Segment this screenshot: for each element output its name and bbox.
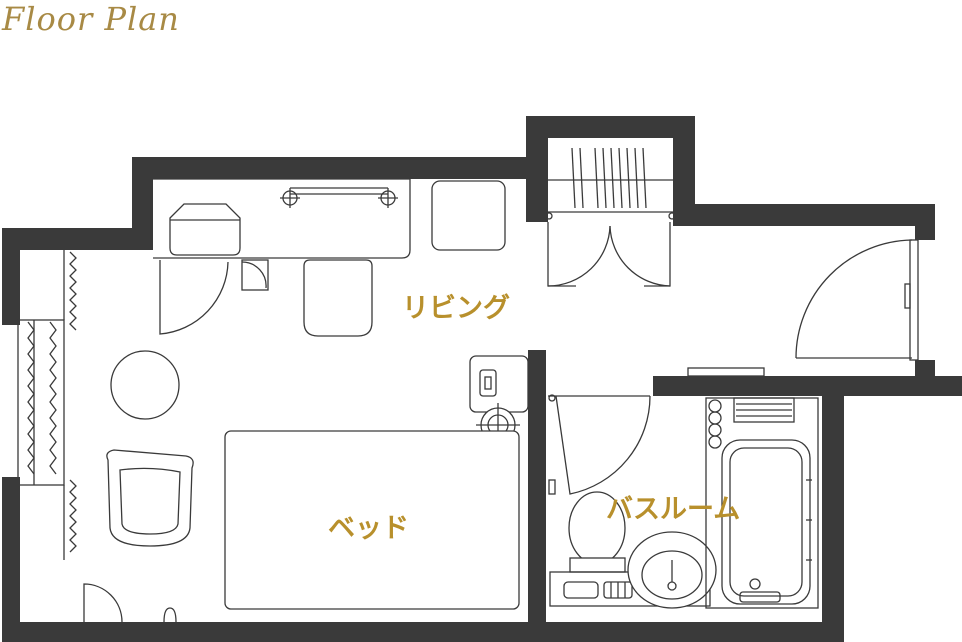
entrance-door bbox=[795, 239, 919, 361]
round-table bbox=[110, 350, 180, 420]
room-label-bed: ベッド bbox=[328, 513, 409, 544]
window bbox=[17, 319, 65, 486]
desk-chair bbox=[169, 203, 241, 256]
small-fixture bbox=[163, 607, 177, 623]
armchair bbox=[106, 449, 194, 547]
room-label-living: リビング bbox=[402, 293, 510, 324]
cube-cabinet bbox=[431, 180, 506, 251]
room-label-bath: バスルーム bbox=[606, 494, 741, 525]
floor-plan-title: Floor Plan bbox=[2, 0, 180, 38]
cabinet-doors bbox=[159, 259, 269, 335]
curtains bbox=[63, 250, 123, 623]
closet bbox=[545, 147, 676, 287]
stool bbox=[303, 259, 373, 337]
bathroom-fixtures bbox=[548, 367, 819, 609]
walls bbox=[2, 116, 962, 642]
bed bbox=[224, 430, 520, 610]
desk bbox=[153, 178, 411, 259]
